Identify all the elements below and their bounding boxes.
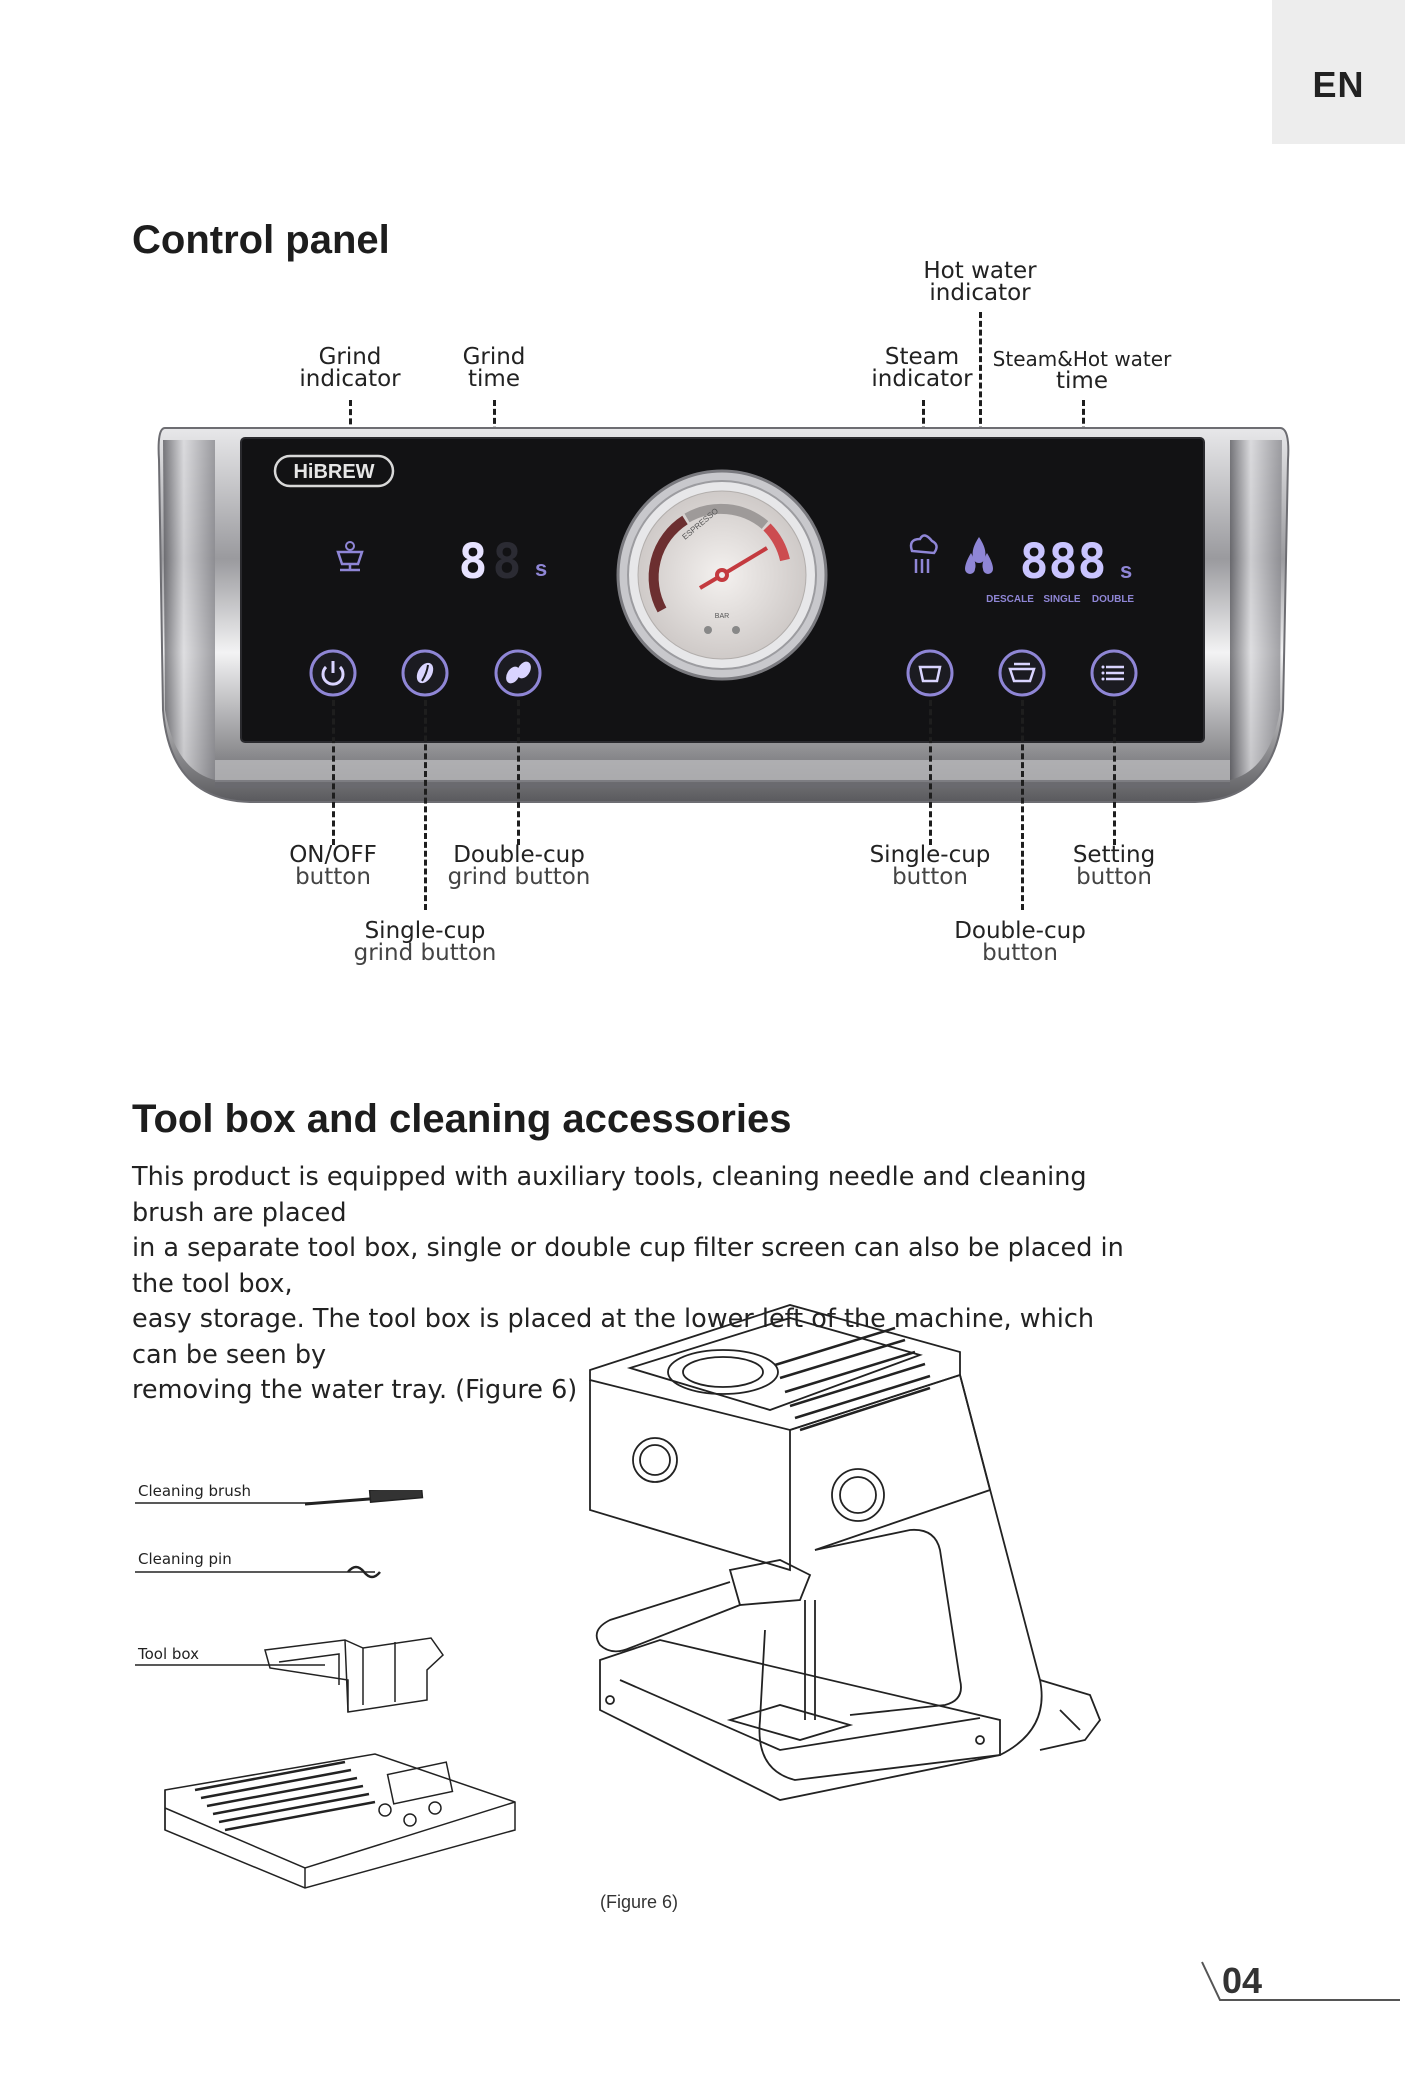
page-number-decoration [1200,1958,1400,2008]
accessories-illustration [135,1484,535,1910]
leader-single-cup-grind [424,700,427,910]
steam-indicator-icon [909,534,938,573]
toolbox-title: Tool box and cleaning accessories [132,1097,792,1141]
grind-time-display-dim: 8 [493,534,522,590]
machine-illustration [580,1300,1110,1830]
control-panel-illustration: HiBREW 8 8 s ESPRESSO BAR [155,420,1290,810]
language-tab [1272,0,1405,144]
leader-double-cup [1021,700,1024,910]
steam-time-unit: s [1120,558,1132,583]
pressure-gauge: ESPRESSO BAR [616,469,828,681]
double-cup-grind-button[interactable] [494,649,542,697]
tool-box-label: Tool box [138,1645,200,1663]
grind-time-unit: s [535,556,547,581]
single-cup-button[interactable] [906,649,954,697]
leader-single-cup [929,700,932,845]
leader-on-off [332,700,335,845]
brand-logo [273,454,395,488]
language-label: EN [1312,64,1365,105]
toolbox-paragraph: This product is equipped with auxiliary … [132,1162,1124,1405]
cleaning-pin-label: Cleaning pin [138,1550,232,1568]
setting-button[interactable] [1090,649,1138,697]
cleaning-brush-label: Cleaning brush [138,1482,252,1500]
grind-indicator-icon [336,541,364,572]
grind-time-display: 8 [459,534,488,590]
control-panel-title: Control panel [132,218,390,262]
single-label: SINGLE [1043,594,1081,605]
on-off-button[interactable] [309,649,357,697]
svg-text:BAR: BAR [715,613,729,620]
steam-time-display: 888 [1020,534,1107,590]
leader-double-cup-grind [517,700,520,845]
double-cup-button[interactable] [998,649,1046,697]
double-label: DOUBLE [1092,594,1135,605]
figure-caption: (Figure 6) [600,1892,679,1912]
single-cup-grind-button[interactable] [401,649,449,697]
descale-label: DESCALE [986,594,1034,605]
brand-text: HiBREW [293,461,374,483]
page-number: 04 [1222,1960,1263,2001]
leader-setting [1113,700,1116,845]
hot-water-indicator-icon [965,537,993,574]
leader-hot-water [979,312,982,512]
